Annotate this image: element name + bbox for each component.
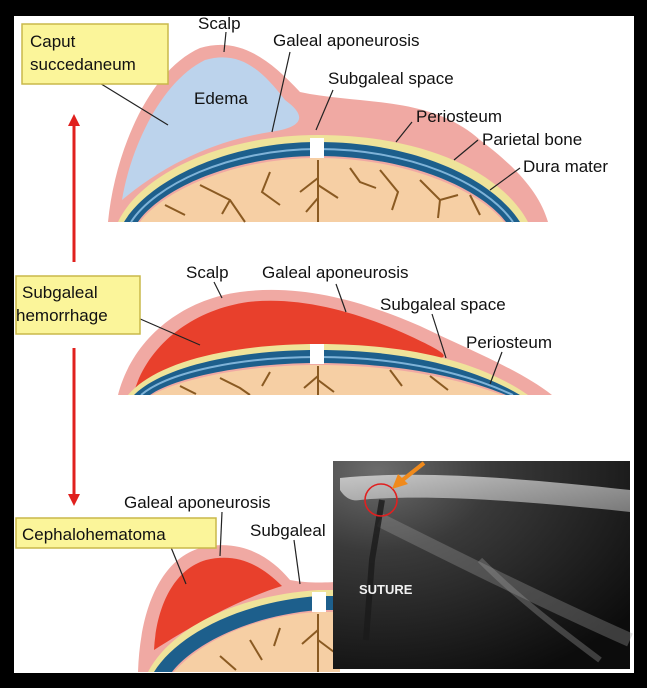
ultrasound-suture-line — [363, 499, 385, 641]
subgaleal-vessels — [179, 366, 449, 396]
caput-edema — [122, 57, 300, 200]
caput-box-line2: succedaneum — [30, 55, 136, 74]
ultrasound-suture-label: SUTURE — [359, 582, 413, 597]
caput-subgaleal-label: Subgaleal space — [328, 69, 454, 88]
subgaleal-bone — [134, 350, 520, 395]
subgaleal-galeal-label: Galeal aponeurosis — [262, 263, 408, 282]
caput-leader-lines — [97, 31, 521, 191]
caput-illustration — [108, 44, 548, 223]
ultrasound-orange-arrow — [398, 461, 426, 484]
caput-vessels — [164, 160, 481, 223]
caput-galeal-label: Galeal aponeurosis — [273, 31, 419, 50]
cephalo-illustration — [138, 545, 340, 672]
subgaleal-scalp-label: Scalp — [186, 263, 229, 282]
caput-parietal-bone-label: Parietal bone — [482, 130, 582, 149]
subgaleal-space-label: Subgaleal space — [380, 295, 506, 314]
subgaleal-periosteum — [128, 344, 528, 395]
caput-brain — [140, 158, 504, 222]
subgaleal-box-line1: Subgaleal — [22, 283, 98, 302]
cephalo-galeal-label: Galeal aponeurosis — [124, 493, 270, 512]
cephalo-box-line1: Cephalohematoma — [22, 525, 166, 544]
cephalo-vessels — [219, 614, 335, 672]
cephalo-brain — [174, 612, 340, 672]
caput-dura-label: Dura mater — [523, 157, 608, 176]
cephalo-suture-gap — [312, 592, 326, 612]
ultrasound-skull-echo — [340, 474, 630, 512]
caput-box-line1: Caput — [30, 32, 76, 51]
subgaleal-illustration — [118, 289, 552, 396]
subgaleal-periosteum-label: Periosteum — [466, 333, 552, 352]
cephalo-label-box — [15, 517, 217, 549]
cephalo-subgaleal-label: Subgaleal — [250, 521, 326, 540]
subgaleal-suture-gap — [310, 344, 324, 364]
caput-periosteum-label: Periosteum — [416, 107, 502, 126]
caput-scalp-label: Scalp — [198, 14, 241, 33]
caput-periosteum — [118, 135, 528, 222]
subgaleal-leader-lines — [137, 281, 503, 385]
ultrasound-inset: SUTURE — [333, 461, 633, 669]
caput-edema-label: Edema — [194, 89, 248, 108]
caput-parietal-bone — [124, 142, 520, 222]
ultrasound-red-circle — [364, 483, 398, 517]
caput-label-box — [21, 23, 169, 85]
caput-suture-gap — [310, 138, 324, 158]
cephalo-hematoma — [154, 557, 282, 650]
subgaleal-label-box — [15, 275, 141, 335]
subgaleal-box-line2: hemorrhage — [16, 306, 108, 325]
